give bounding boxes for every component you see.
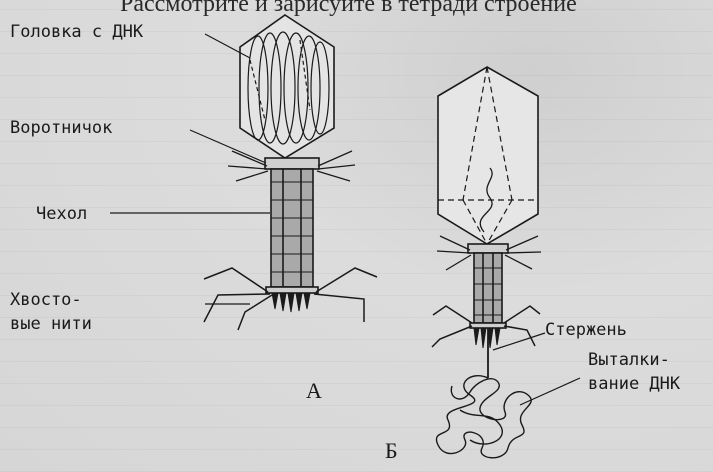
phage-a-collar bbox=[265, 158, 319, 169]
phage-b bbox=[432, 67, 541, 458]
label-head: Головка с ДНК bbox=[10, 22, 143, 42]
phage-a-spikes bbox=[272, 293, 310, 312]
label-tail-fibers-1: Хвосто- bbox=[10, 290, 82, 310]
phage-b-head bbox=[438, 67, 538, 244]
label-tail-fibers-2: вые нити bbox=[10, 314, 92, 334]
label-rod: Стержень bbox=[545, 320, 627, 340]
phage-b-sheath bbox=[474, 253, 502, 323]
phage-b-spikes bbox=[474, 328, 500, 348]
figure-letter-a: А bbox=[306, 378, 322, 404]
phage-a bbox=[204, 15, 377, 330]
label-ejection-1: Выталки- bbox=[588, 350, 670, 370]
leader-ejection bbox=[520, 378, 580, 405]
label-ejection-2: вание ДНК bbox=[588, 374, 680, 394]
figure-letter-b: Б bbox=[385, 438, 398, 464]
phage-b-collar bbox=[468, 244, 508, 253]
phage-a-sheath bbox=[271, 169, 313, 287]
label-sheath: Чехол bbox=[36, 204, 87, 224]
phage-a-baseplate bbox=[266, 287, 318, 293]
leader-rod bbox=[493, 333, 545, 350]
label-collar: Воротничок bbox=[10, 118, 112, 138]
phage-b-ejected-dna bbox=[436, 376, 531, 458]
